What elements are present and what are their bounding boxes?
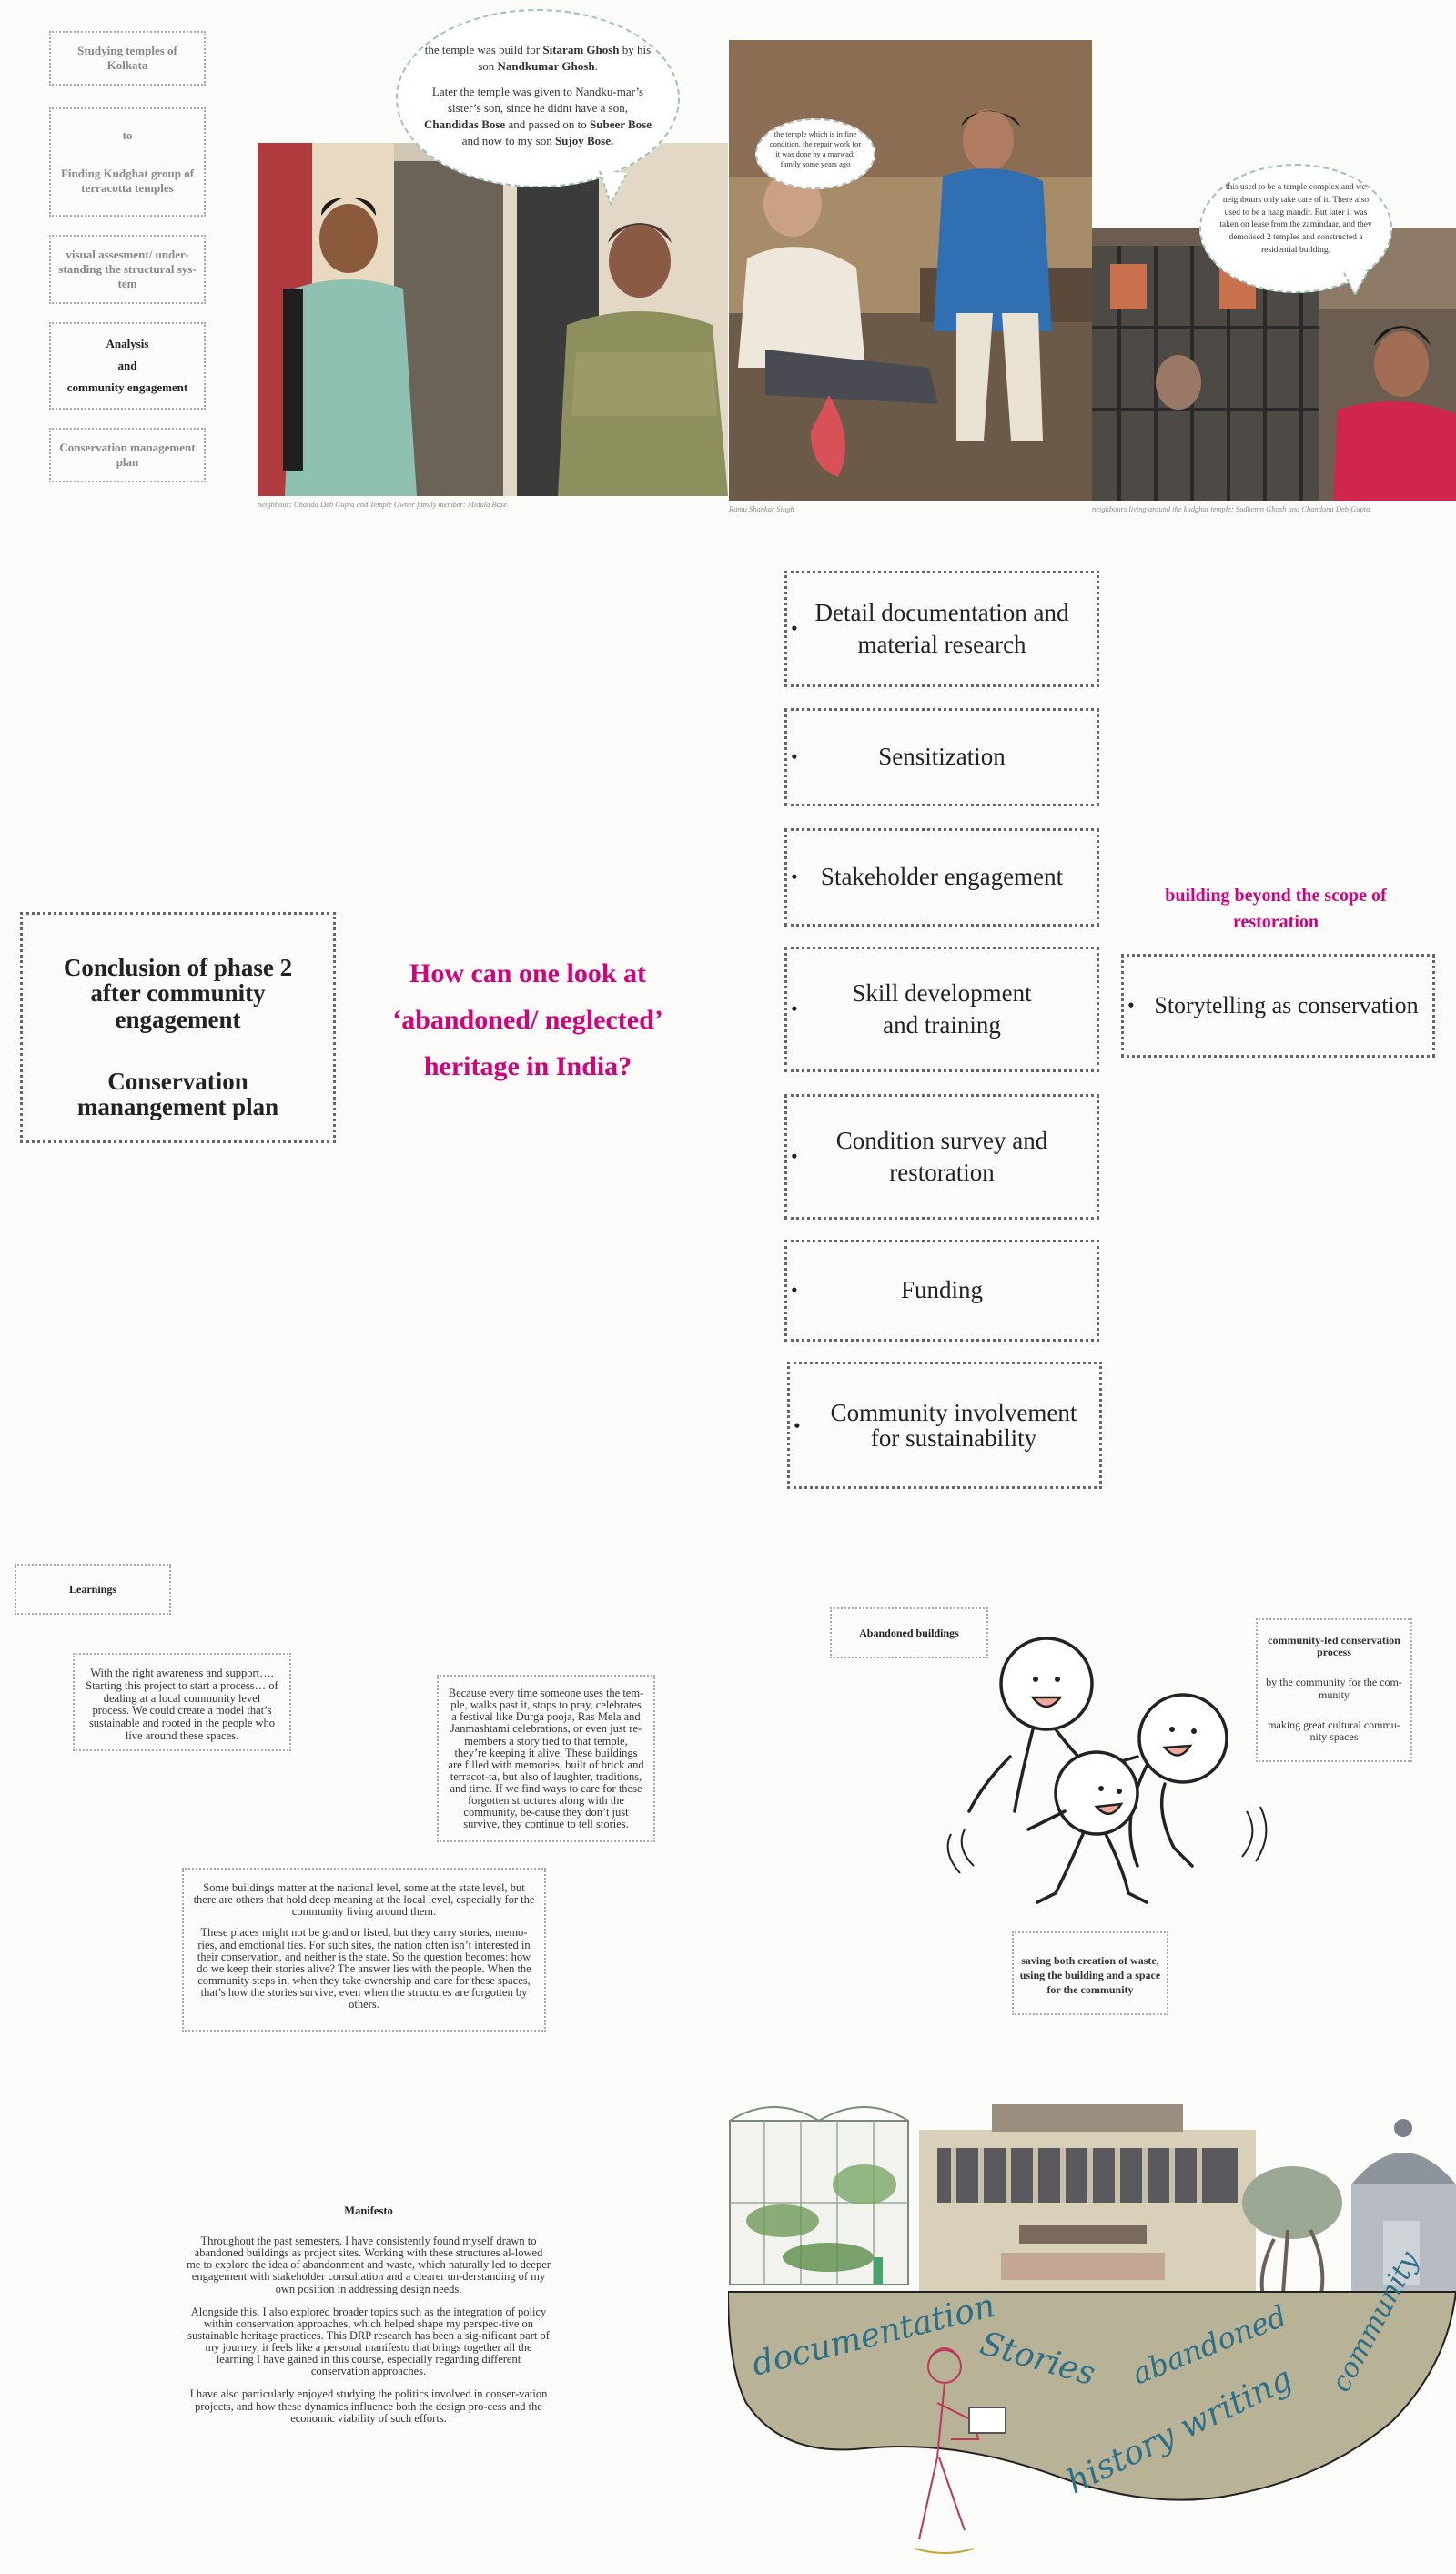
terracotta-temple bbox=[1351, 2119, 1456, 2294]
speech-bubble-elder: the temple which is in fine condition, t… bbox=[755, 118, 875, 189]
strategy-documentation: •Detail documentation and material resea… bbox=[784, 571, 1099, 687]
speech-bubble-owner: the temple was build for Sitaram Ghosh b… bbox=[396, 9, 680, 187]
strategy-sensitization: •Sensitization bbox=[784, 708, 1099, 806]
manifesto-body: Throughout the past semesters, I have co… bbox=[187, 2235, 551, 2425]
heritage-illustration: documentation Stories abandoned communit… bbox=[728, 2104, 1456, 2554]
caption-photo-3: neighbours living around the kudghat tem… bbox=[1092, 504, 1370, 513]
storytelling-box: •Storytelling as conservation bbox=[1121, 954, 1435, 1058]
banyan-tree bbox=[1242, 2166, 1342, 2304]
step-conservation-plan: Conservation management plan bbox=[49, 428, 206, 482]
photo-elder-interview bbox=[729, 40, 1092, 501]
learnings-title-box: Learnings bbox=[15, 1564, 171, 1615]
reader-figure bbox=[914, 2347, 1006, 2554]
community-led-box: community-led conservation process by th… bbox=[1256, 1618, 1412, 1762]
strategy-community-involvement: •Community involvement for sustainabilit… bbox=[787, 1362, 1102, 1489]
step-finding-kudghat: to Finding Kudghat group of terracotta t… bbox=[49, 107, 206, 217]
learnings-paragraph-3: Some buildings matter at the national le… bbox=[182, 1868, 546, 2032]
conclusion-box: Conclusion of phase 2 after community en… bbox=[20, 912, 336, 1143]
manifesto-title: Manifesto bbox=[344, 2204, 393, 2217]
dancing-figures-illustration bbox=[946, 1637, 1268, 1904]
conclusion-title: Conclusion of phase 2 after community en… bbox=[63, 954, 293, 1033]
abandoned-title-box: Abandoned buildings bbox=[830, 1607, 988, 1658]
photo-neighbours-interview bbox=[258, 143, 728, 496]
photo-neighbours-window bbox=[1092, 228, 1456, 501]
bubble-tail-3 bbox=[1343, 270, 1369, 298]
strategy-skill-development: •Skill development and training bbox=[784, 947, 1099, 1072]
strategy-funding: •Funding bbox=[784, 1240, 1099, 1342]
saving-box: saving both creation of waste, using the… bbox=[1012, 1931, 1168, 2015]
greenhouse-structure bbox=[729, 2106, 909, 2285]
caption-photo-1: neighbour: Chanda Deb Gupta and Temple O… bbox=[258, 500, 508, 509]
strategy-stakeholder: •Stakeholder engagement bbox=[784, 828, 1099, 927]
conclusion-plan: Conservation manangement plan bbox=[76, 1068, 279, 1121]
bubble-tail-1 bbox=[599, 170, 628, 207]
step-analysis: Analysis and community engagement bbox=[49, 322, 206, 410]
beyond-heading: building beyond the scope of restoration bbox=[1165, 886, 1387, 932]
speech-bubble-neighbours: this used to be a temple complex,and we … bbox=[1199, 164, 1392, 293]
learnings-paragraph-2: Because every time someone uses the tem-… bbox=[437, 1675, 655, 1842]
step-studying-temples: Studying temples of Kolkata bbox=[49, 31, 206, 86]
strategy-condition-survey: •Condition survey and restoration bbox=[784, 1094, 1099, 1220]
guiding-question: How can one look at ‘abandoned/ neglecte… bbox=[392, 958, 663, 1081]
step-visual-assessment: visual assesment/ under-standing the str… bbox=[49, 235, 206, 304]
institutional-building bbox=[919, 2104, 1256, 2294]
learnings-paragraph-1: With the right awareness and support…. S… bbox=[73, 1653, 291, 1751]
caption-photo-2: Ramu Shankar Singh bbox=[729, 504, 794, 513]
